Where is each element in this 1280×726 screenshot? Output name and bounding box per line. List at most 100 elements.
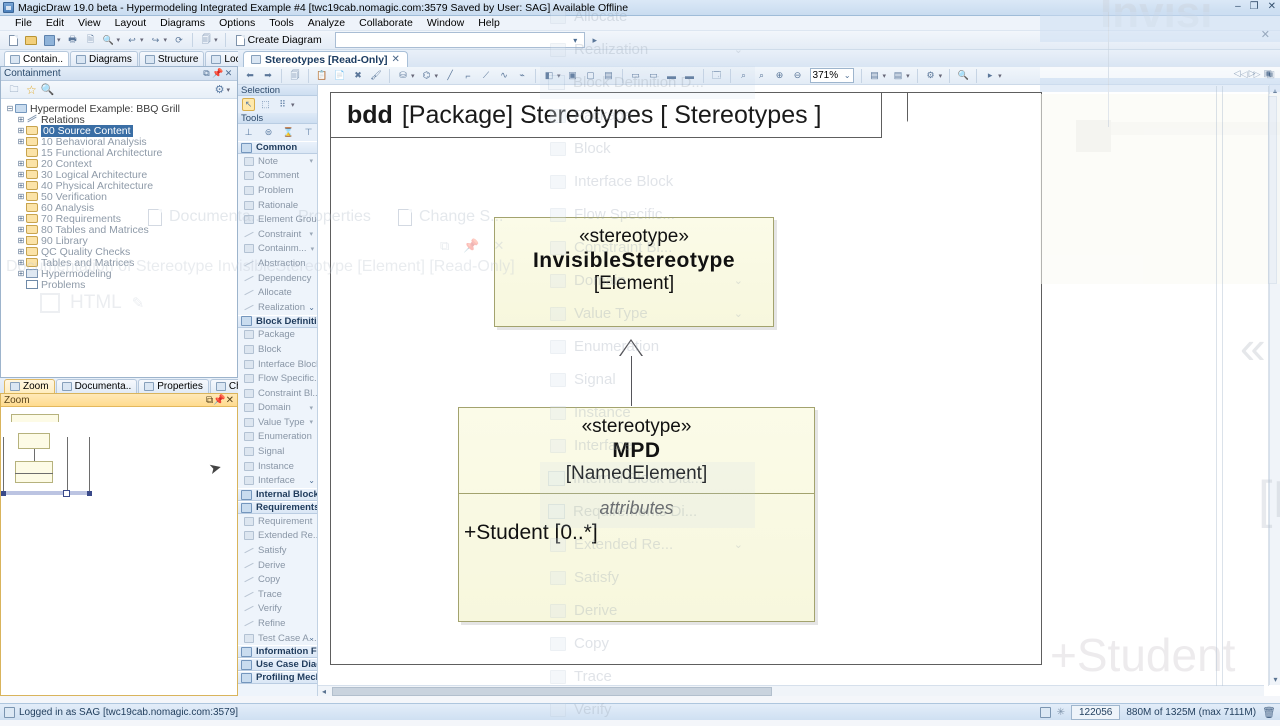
save-caret-icon[interactable]: ▾ (57, 37, 61, 44)
scroll-down-icon[interactable]: ⌄ (308, 476, 315, 486)
tree-node[interactable]: ⊞90 Library (5, 235, 237, 247)
minimap-handle-right[interactable] (87, 491, 92, 496)
palette-item-rationale[interactable]: Rationale (238, 198, 317, 213)
search-icon[interactable]: 🔍 (957, 70, 969, 80)
print-icon[interactable]: 🖶 (68, 34, 77, 44)
minimize-icon[interactable]: – (1235, 1, 1241, 12)
menu-item-options[interactable]: Options (219, 17, 256, 29)
expand-icon[interactable]: ⊟ (6, 104, 14, 113)
select-all-icon[interactable]: ⠿ (279, 99, 286, 109)
play-caret-icon[interactable]: ▾ (998, 72, 1002, 80)
palette-item-testcasea[interactable]: Test Case A...▾ (238, 631, 317, 646)
palette-section-profilingmechanism[interactable]: Profiling Mechanism (238, 671, 317, 685)
redo-icon[interactable]: ↪ (151, 34, 160, 45)
expand-icon[interactable]: ⊞ (17, 115, 25, 124)
close-icon[interactable]: ✕ (225, 394, 234, 406)
gear-caret-icon[interactable]: ▾ (226, 86, 230, 94)
create-diagram-button[interactable]: Create Diagram (231, 32, 327, 48)
toolbar-combo[interactable]: ▾ (334, 32, 585, 48)
zoom-out-icon[interactable]: ⊖ (793, 70, 802, 80)
menu-item-file[interactable]: File (15, 17, 32, 29)
new-icon[interactable] (5, 32, 21, 48)
ungroup-icon[interactable]: ▢ (586, 70, 595, 80)
chevron-down-icon[interactable]: ▾ (309, 419, 313, 427)
menu-item-help[interactable]: Help (478, 17, 500, 29)
search-icon[interactable]: 🔍 (40, 84, 55, 96)
palette-item-allocate[interactable]: Allocate (238, 285, 317, 300)
gear-icon[interactable]: ⚙ (926, 70, 935, 80)
containment-tree[interactable]: ⊟Hypermodel Example: BBQ Grill⊞Relations… (1, 99, 237, 291)
palette-item-enumeration[interactable]: Enumeration (238, 430, 317, 445)
palette-item-extendedre[interactable]: Extended Re...▾ (238, 529, 317, 544)
toolbar-overflow-icon[interactable]: ▸ (592, 34, 597, 45)
palette-item-domain[interactable]: Domain▾ (238, 401, 317, 416)
expand-icon[interactable]: ⊞ (17, 247, 25, 256)
maximize-panel-icon[interactable]: ▣ (1266, 69, 1275, 79)
stack-icon[interactable]: ▤ (604, 70, 613, 80)
menu-item-analyze[interactable]: Analyze (307, 17, 346, 29)
layout-caret-icon[interactable]: ▾ (434, 72, 439, 80)
palette-item-note[interactable]: Note▾ (238, 154, 317, 169)
pin-icon[interactable]: 📌 (212, 68, 224, 78)
line-style-oblique-icon[interactable]: ⟋ (482, 70, 490, 80)
expand-icon[interactable]: ⊞ (17, 137, 25, 146)
select-region-icon[interactable]: ⬚ (261, 99, 270, 109)
menu-item-edit[interactable]: Edit (45, 17, 65, 29)
layout-icon[interactable]: ⌬ (422, 70, 431, 80)
line-style-rectilinear-icon[interactable]: ⌐ (465, 70, 471, 81)
bring-front-icon[interactable]: ▭ (649, 70, 658, 80)
fill-color-icon[interactable]: ◧ (544, 70, 554, 80)
align-caret-icon[interactable]: ▾ (411, 72, 415, 80)
expand-icon[interactable]: ⊞ (17, 225, 25, 234)
menu-item-collaborate[interactable]: Collaborate (359, 17, 413, 29)
menu-item-view[interactable]: View (78, 17, 101, 29)
trash-icon[interactable]: 🗑 (1262, 706, 1276, 719)
text-align2-caret-icon[interactable]: ▾ (906, 72, 910, 80)
scroll-down-icon[interactable]: ▾ (1273, 675, 1278, 684)
tree-node[interactable]: Problems (5, 279, 237, 291)
gear-caret-icon[interactable]: ▾ (938, 72, 943, 80)
expand-icon[interactable]: ⊞ (17, 126, 25, 135)
close-icon[interactable]: ✕ (391, 54, 400, 65)
pin-icon[interactable]: 📌 (213, 394, 226, 406)
palette-item-trace[interactable]: Trace (238, 587, 317, 602)
bottom-tab-zoom[interactable]: Zoom (4, 379, 55, 393)
align-middle-icon[interactable]: ⊜ (264, 127, 273, 137)
diagram-hscrollbar[interactable]: ◂ (318, 685, 1264, 696)
tree-node[interactable]: 60 Analysis (5, 202, 237, 214)
tree-node[interactable]: ⊞80 Tables and Matrices (5, 224, 237, 236)
pointer-tool-icon[interactable]: ↖ (242, 98, 255, 111)
back-icon[interactable]: ⬅ (246, 70, 254, 80)
palette-item-satisfy[interactable]: Satisfy (238, 543, 317, 558)
forward-icon[interactable]: ➡ (264, 70, 272, 80)
palette-item-signal[interactable]: Signal (238, 444, 317, 459)
palette-item-realization[interactable]: Realization (238, 300, 317, 315)
paste-icon[interactable]: 📋 (316, 70, 328, 80)
palette-item-verify[interactable]: Verify (238, 602, 317, 617)
line-style-bezier-icon[interactable]: ∿ (500, 70, 508, 80)
left-tab-structure[interactable]: Structure (138, 51, 205, 66)
left-tab-diagrams[interactable]: Diagrams (70, 51, 138, 66)
tab-stereotypes[interactable]: Stereotypes [Read-Only] ✕ (243, 51, 408, 67)
palette-item-elementgroup[interactable]: Element Group (238, 212, 317, 227)
tree-node[interactable]: 15 Functional Architecture (5, 147, 237, 159)
text-align-caret-icon[interactable]: ▾ (882, 72, 887, 80)
palette-section-informationflows[interactable]: Information Flows (238, 645, 317, 659)
palette-item-derive[interactable]: Derive (238, 558, 317, 573)
scroll-down-icon[interactable]: ⌄ (308, 302, 315, 312)
tree-node[interactable]: ⊞30 Logical Architecture (5, 169, 237, 181)
diagram-canvas[interactable]: bdd [Package] Stereotypes [ Stereotypes … (318, 85, 1280, 696)
expand-icon[interactable]: ⊞ (17, 236, 25, 245)
expand-icon[interactable]: ⊞ (17, 214, 25, 223)
zoom-level-combo[interactable]: 371% ⌄ (809, 68, 854, 83)
save-icon[interactable] (41, 32, 57, 48)
send-backward-icon[interactable]: ▬ (667, 70, 677, 81)
node-invisible-stereotype[interactable]: «stereotype» InvisibleStereotype [Elemen… (494, 217, 774, 327)
chevron-down-icon[interactable]: ▾ (309, 231, 313, 239)
palette-item-constraint[interactable]: Constraint▾ (238, 227, 317, 242)
refresh-icon[interactable]: ⟳ (175, 34, 183, 45)
tree-node[interactable]: ⊞Hypermodeling (5, 268, 237, 280)
align-icon[interactable]: ⛁ (399, 70, 407, 80)
minimap-handle-left[interactable] (1, 491, 6, 496)
copy-style-icon[interactable]: 🗐 (201, 34, 211, 44)
